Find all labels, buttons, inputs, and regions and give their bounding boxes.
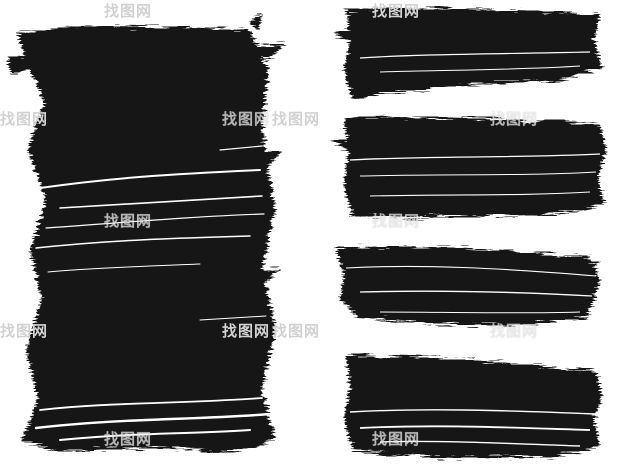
horizontal-brush-stroke-3 [336, 246, 600, 326]
large-vertical-brush-stroke [8, 14, 284, 452]
horizontal-brush-stroke-4 [344, 355, 602, 458]
stroke-4-dry-streaks [349, 409, 597, 447]
horizontal-brush-stroke-1 [332, 7, 602, 99]
large-stroke-dry-brush-streaks [34, 145, 272, 441]
horizontal-brush-stroke-2 [332, 117, 606, 218]
stroke-2-dry-streaks [349, 153, 601, 197]
stroke-1-dry-streaks [359, 51, 591, 73]
stroke-3-dry-streaks [345, 265, 597, 314]
